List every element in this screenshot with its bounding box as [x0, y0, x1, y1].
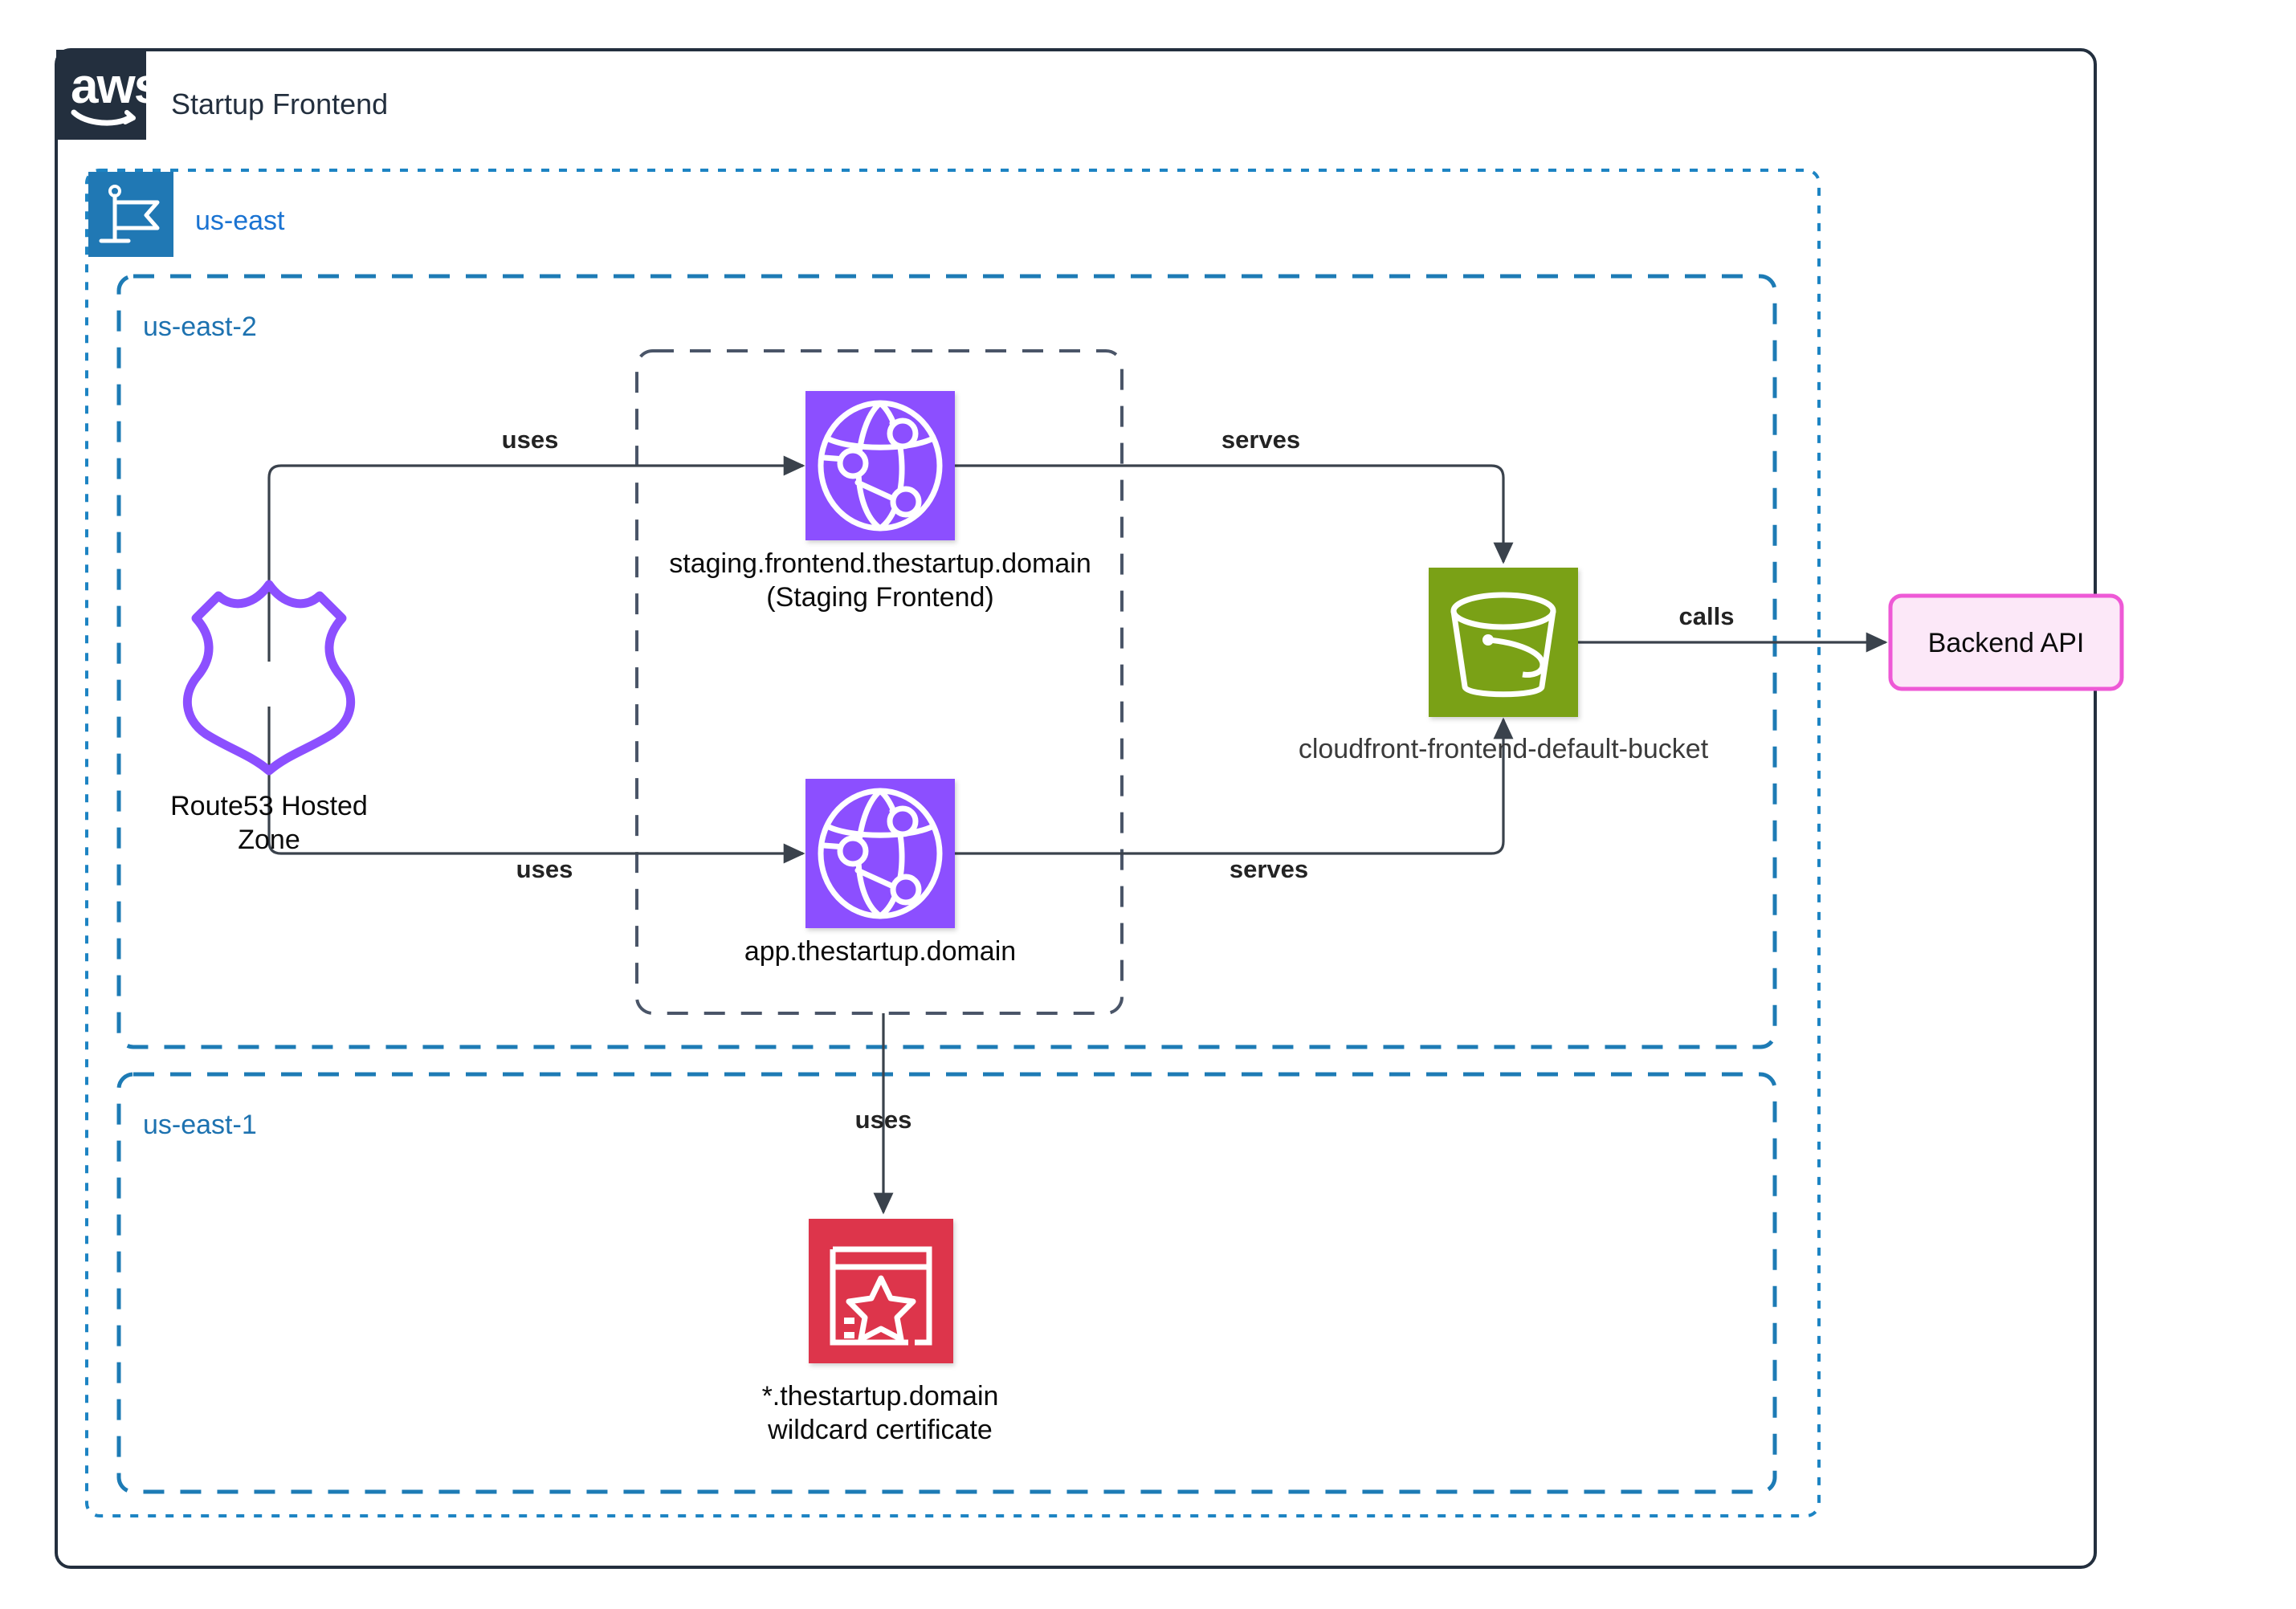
node-label-certificate-line1: *.thestartup.domain	[762, 1381, 999, 1411]
edge-route53-to-app	[267, 707, 805, 864]
node-label-staging-line2: (Staging Frontend)	[766, 582, 994, 613]
node-label-app-line1: app.thestartup.domain	[744, 936, 1016, 967]
edge-app-to-bucket	[955, 717, 1514, 855]
edge-label-uses-staging: uses	[502, 426, 559, 454]
node-acm-certificate[interactable]: *.thestartup.domain wildcard certificate	[762, 1219, 999, 1445]
cloudfront-group-box	[635, 349, 1124, 1015]
node-label-route53-line1: Route53 Hosted	[170, 791, 368, 821]
node-label-staging-line1: staging.frontend.thestartup.domain	[669, 548, 1091, 579]
edge-label-uses-app: uses	[516, 855, 573, 883]
certificate-icon	[830, 1246, 932, 1346]
cloudfront-globe-icon	[818, 788, 943, 919]
node-route53[interactable]: Route53 Hosted Zone	[170, 580, 368, 855]
region-us-east-2-box	[116, 274, 1777, 1049]
node-label-certificate-line2: wildcard certificate	[767, 1415, 993, 1445]
region-label-us-east: us-east	[195, 206, 285, 236]
aws-logo: aws	[56, 50, 161, 140]
edge-label-uses-certificate: uses	[855, 1106, 912, 1134]
account-frame	[55, 48, 2097, 1569]
node-label-route53-line2: Zone	[238, 825, 300, 855]
edge-staging-to-bucket	[955, 464, 1514, 564]
node-s3-bucket[interactable]: cloudfront-frontend-default-bucket	[1299, 568, 1709, 764]
node-backend-api[interactable]: Backend API	[1888, 593, 2124, 691]
s3-bucket-icon	[1450, 592, 1556, 698]
route53-shield-icon	[182, 580, 356, 776]
node-cloudfront-app[interactable]: app.thestartup.domain	[744, 779, 1016, 967]
edge-label-serves-staging: serves	[1221, 426, 1300, 454]
node-label-s3-bucket: cloudfront-frontend-default-bucket	[1299, 734, 1709, 764]
node-label-backend-api: Backend API	[1928, 628, 2085, 658]
edge-label-calls: calls	[1679, 602, 1735, 630]
region-us-east-box	[85, 169, 1821, 1517]
cloudfront-globe-icon	[818, 400, 943, 532]
region-us-east-1-box	[116, 1072, 1777, 1494]
edge-label-serves-app: serves	[1230, 855, 1308, 883]
region-flag-icon	[88, 172, 173, 257]
page-title: Startup Frontend	[171, 88, 388, 120]
node-cloudfront-staging[interactable]: staging.frontend.thestartup.domain (Stag…	[669, 391, 1091, 613]
edge-route53-to-staging	[267, 455, 805, 662]
region-label-us-east-1: us-east-1	[143, 1110, 257, 1140]
region-label-us-east-2: us-east-2	[143, 312, 257, 342]
aws-logo-wordmark: aws	[71, 59, 160, 114]
